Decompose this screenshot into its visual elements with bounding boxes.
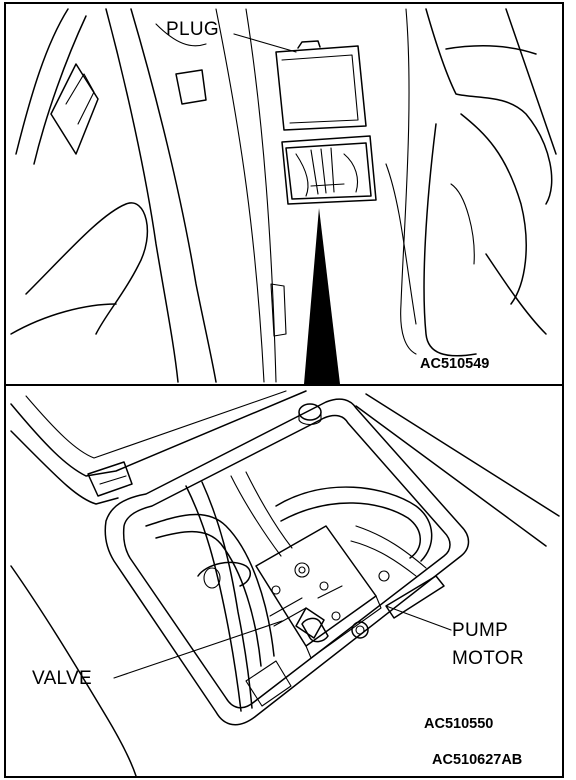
top-illustration-panel: PLUG AC510549 (4, 2, 564, 386)
pump-motor-label-line2: MOTOR (452, 648, 524, 669)
figure-code-bottom: AC510550 (424, 716, 494, 732)
bottom-illustration-panel: VALVE PUMP MOTOR AC510550 AC510627AB (4, 384, 564, 778)
pump-motor-label-line1: PUMP (452, 620, 509, 641)
plug-label: PLUG (166, 19, 219, 40)
floor-plug-illustration (10, 8, 557, 384)
figure-code-top: AC510549 (420, 356, 490, 372)
figure-code-overall: AC510627AB (432, 752, 523, 768)
valve-label: VALVE (32, 668, 92, 689)
pump-motor-closeup-illustration (10, 390, 560, 776)
